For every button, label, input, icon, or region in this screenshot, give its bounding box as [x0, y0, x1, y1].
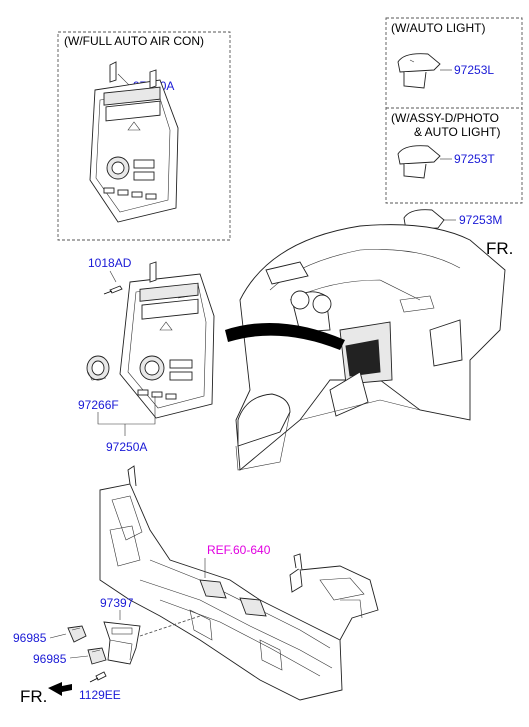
auto-light-sensor: [397, 53, 441, 89]
heater-control-unit: [119, 261, 215, 419]
auto-light-part-label: 97253L: [454, 63, 494, 77]
sensor-a: [67, 625, 87, 643]
knob: [86, 355, 110, 381]
bolt-top-label: 1018AD: [88, 256, 132, 270]
bolt-bottom-label: 1129EE: [79, 688, 121, 702]
photo-light-part-label: 97253T: [454, 152, 495, 166]
bolt-top: [103, 285, 123, 295]
sensor-a-label: 96985: [13, 631, 47, 645]
ref-label: REF.60-640: [207, 543, 271, 557]
fr-bottom-label: FR.: [20, 687, 47, 706]
full-auto-title: (W/FULL AUTO AIR CON): [64, 34, 204, 48]
cowl-cross-member: [99, 465, 379, 701]
bracket-label: 97397: [100, 596, 134, 610]
auto-light-box: [385, 17, 523, 204]
heater-control-label: 97250A: [106, 440, 147, 454]
full-auto-control-unit: [89, 61, 179, 223]
sensor-main-label: 97253M: [459, 213, 502, 227]
photo-light-title-2: & AUTO LIGHT): [414, 125, 500, 139]
knob-label: 97266F: [78, 398, 119, 412]
install-arrow: [225, 322, 345, 350]
photo-light-sensor: [397, 145, 441, 179]
dashboard-illustration: [235, 224, 506, 471]
photo-light-title-1: (W/ASSY-D/PHOTO: [391, 111, 499, 125]
fr-bottom-arrow: [48, 682, 72, 696]
sensor-b-label: 96985: [33, 652, 67, 666]
bracket: [103, 621, 141, 665]
bolt-bottom: [89, 671, 107, 683]
sensor-b: [87, 647, 107, 665]
auto-light-title: (W/AUTO LIGHT): [391, 21, 485, 35]
full-auto-box: [57, 31, 231, 241]
fr-top-label: FR.: [486, 239, 513, 258]
